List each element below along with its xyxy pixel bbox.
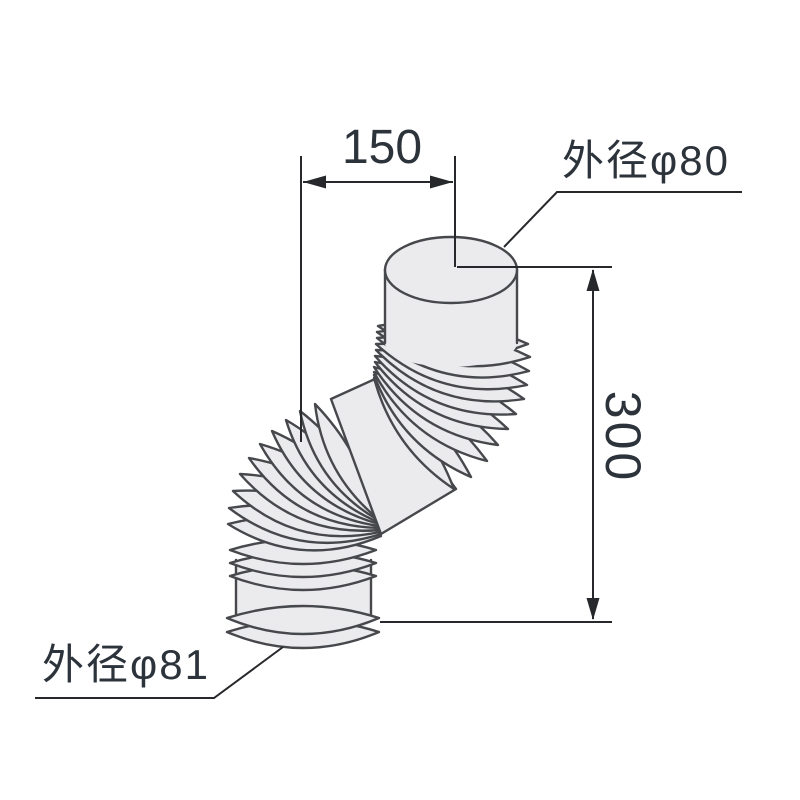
label-outer-diameter-top: 外径φ80 (562, 137, 730, 184)
dimension-annotations (35, 156, 742, 699)
top-cylinder-sides (383, 267, 519, 345)
arrowhead-down-icon (586, 598, 600, 620)
arrowhead-up-icon (586, 269, 600, 291)
top-opening-face (383, 235, 519, 305)
arrowhead-right-icon (430, 175, 453, 189)
bottom-rim-ring (225, 604, 381, 636)
dim-300-label: 300 (595, 390, 651, 484)
middle-tube (329, 377, 458, 536)
label-outer-diameter-bottom: 外径φ81 (42, 641, 210, 688)
arrowhead-left-icon (303, 175, 326, 189)
leader-line-bottom-diameter (35, 646, 284, 699)
leader-line-top-diameter (503, 191, 742, 248)
flexible-duct-illustration (225, 235, 532, 650)
bottom-cylinder-sides (234, 558, 373, 622)
dim-150-label: 150 (341, 121, 423, 174)
